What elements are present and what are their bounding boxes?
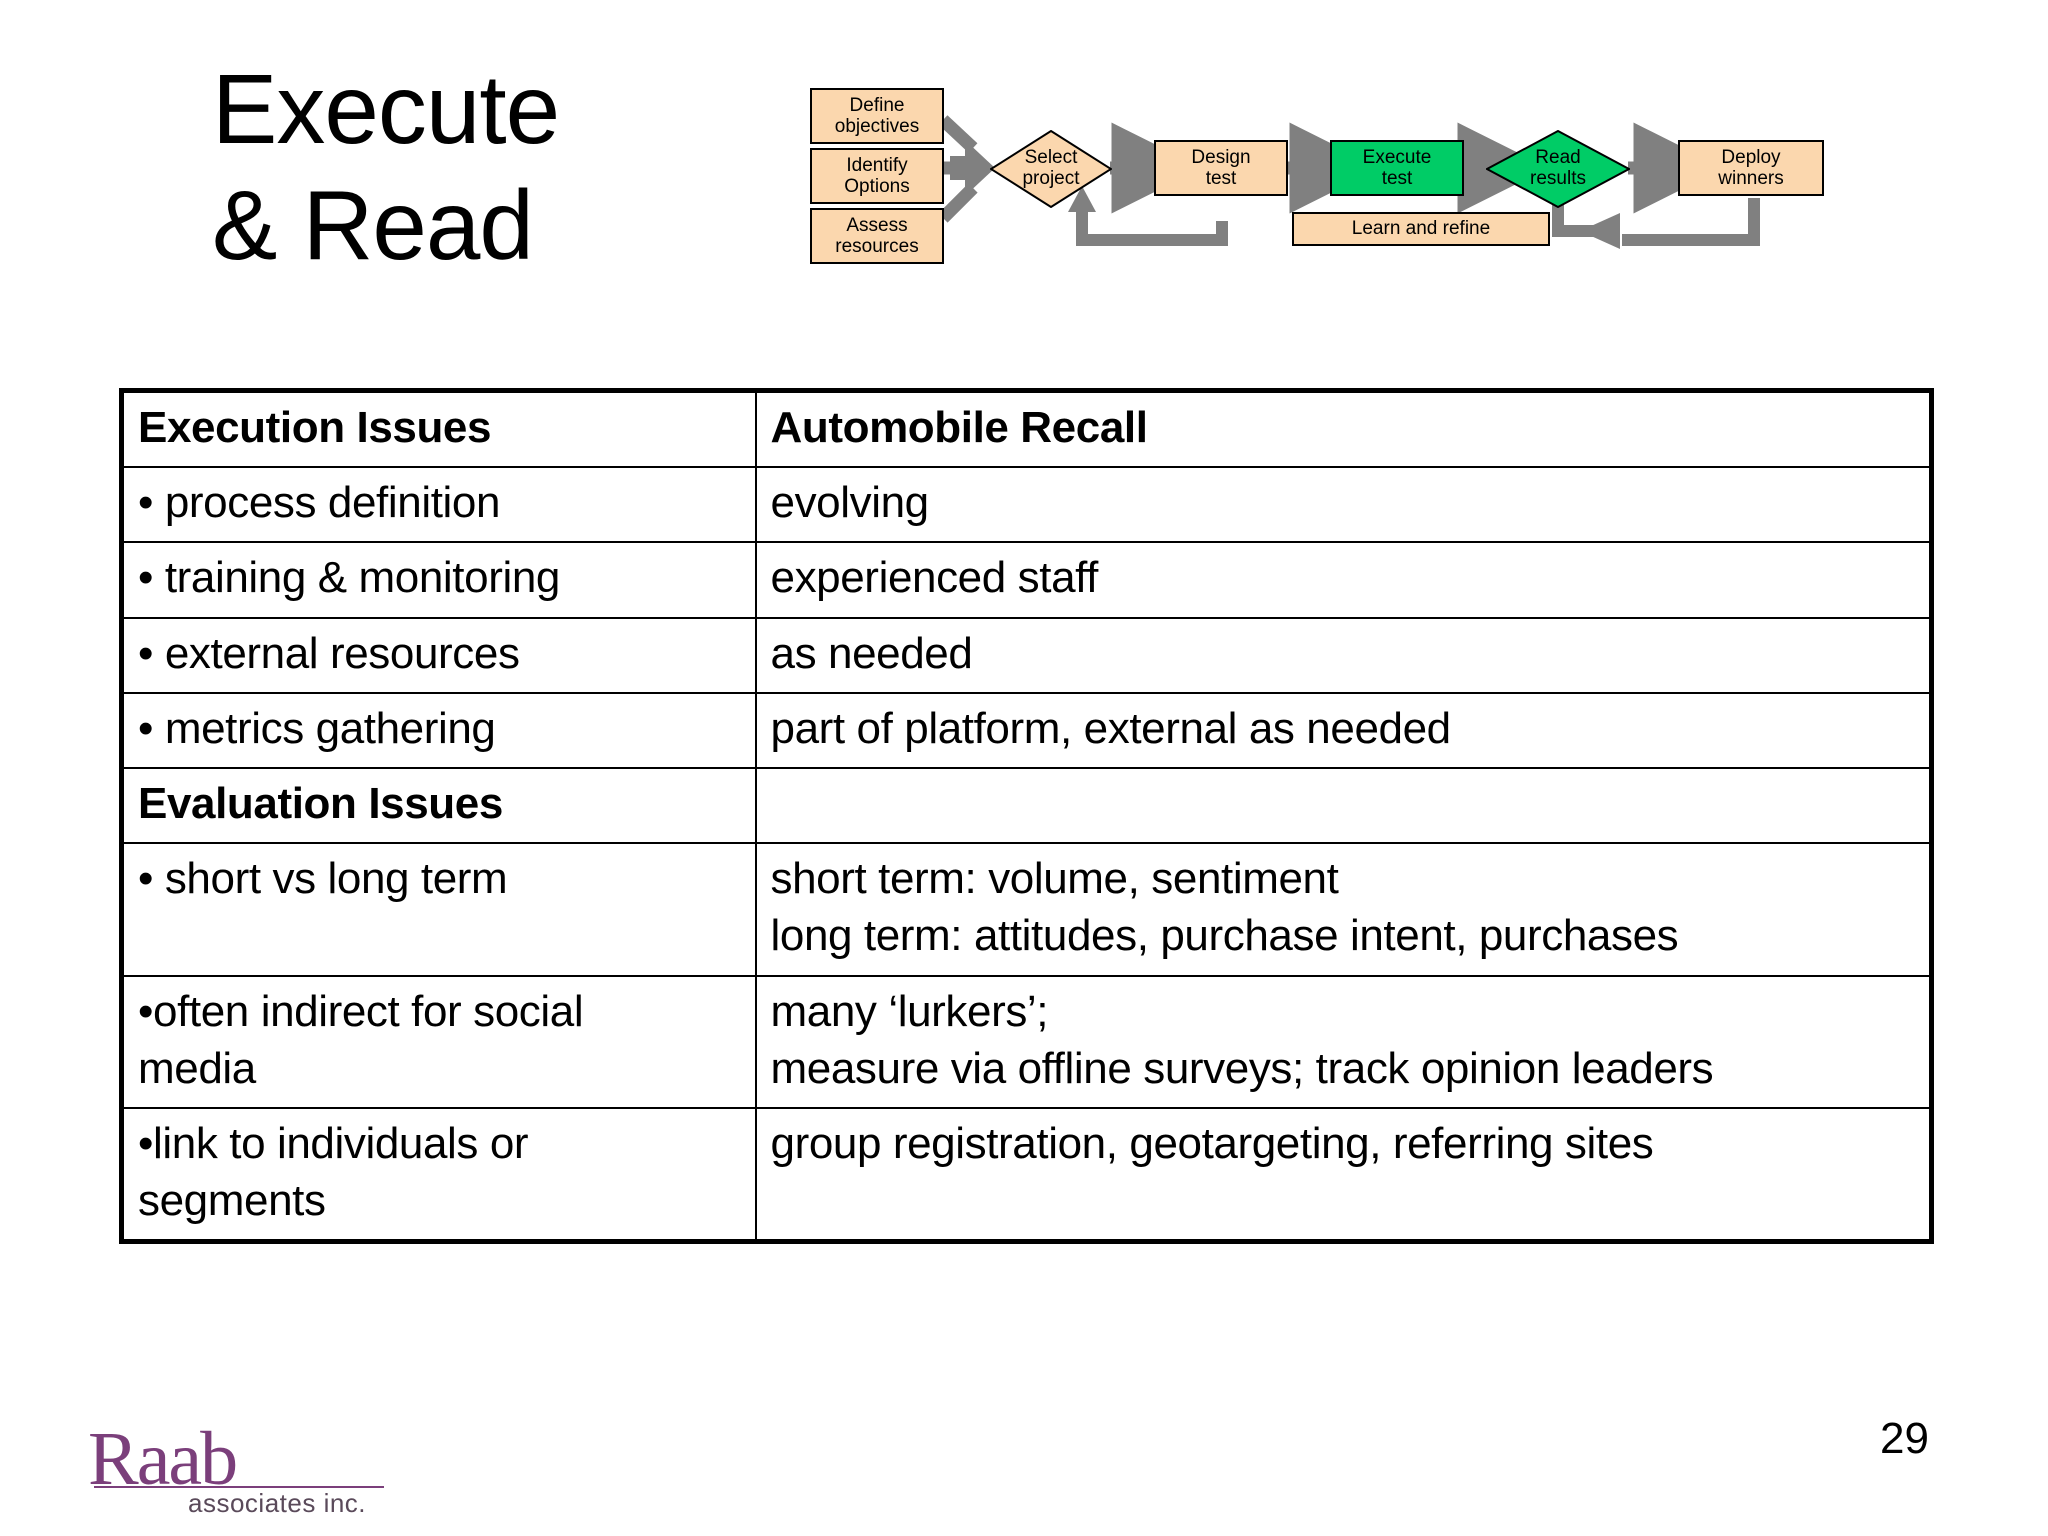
- table-header-cell-left: Execution Issues: [120, 389, 757, 469]
- node-define-objectives-line-1: Define: [849, 94, 905, 116]
- cell-issue-metrics-gathering: • metrics gathering: [120, 691, 757, 769]
- cell-text: as needed: [770, 628, 973, 678]
- node-select-project-line-2: project: [1022, 168, 1080, 189]
- arrow-learn-inflow-head: [1580, 213, 1620, 249]
- cell-text-line-1: •link to individuals or: [138, 1118, 529, 1168]
- node-deploy-winners-line-1: Deploy: [1721, 146, 1781, 168]
- node-read-results[interactable]: Read results: [1486, 130, 1630, 208]
- node-learn-and-refine[interactable]: Learn and refine: [1292, 212, 1550, 246]
- node-design-test-line-1: Design: [1191, 146, 1251, 168]
- header-right-text: Automobile Recall: [770, 403, 1148, 452]
- page-title-line-2: & Read: [212, 169, 534, 280]
- table-row: • metrics gathering part of platform, ex…: [120, 691, 1933, 769]
- logo-subtitle: associates inc.: [188, 1488, 367, 1518]
- table-row: •often indirect for social media many ‘l…: [120, 974, 1933, 1109]
- cell-text: • training & monitoring: [138, 553, 560, 603]
- node-define-objectives-line-2: objectives: [834, 116, 920, 137]
- arrow-learn-to-select: [1076, 206, 1228, 246]
- cell-issue-training-monitoring: • training & monitoring: [120, 541, 757, 619]
- cell-text-line-1: short term: volume, sentiment: [770, 854, 1339, 904]
- node-identify-options-line-1: Identify: [846, 154, 908, 176]
- page-number: 29: [1880, 1414, 1929, 1463]
- raab-associates-logo: Raab associates inc.: [78, 1417, 398, 1524]
- node-execute-test-line-2: test: [1381, 168, 1413, 189]
- cell-text: evolving: [770, 478, 930, 528]
- node-assess-resources-line-2: resources: [835, 236, 919, 257]
- node-select-project-line-1: Select: [1024, 147, 1078, 169]
- node-execute-test-line-1: Execute: [1362, 146, 1432, 168]
- arrow-learn-to-select-head: [1068, 186, 1096, 212]
- diamond-shape-select: [990, 130, 1112, 208]
- node-execute-test[interactable]: Execute test: [1330, 140, 1464, 196]
- cell-text: • process definition: [138, 478, 501, 528]
- diamond-shape-read: [1486, 130, 1630, 208]
- page-title-line-1: Execute: [212, 54, 560, 164]
- table-header-cell-right: Automobile Recall: [754, 389, 1933, 469]
- cell-text: Evaluation Issues: [138, 778, 503, 828]
- cell-text: group registration, geotargeting, referr…: [770, 1118, 1654, 1168]
- cell-recall-metrics-gathering: part of platform, external as needed: [754, 691, 1933, 769]
- process-flow-diagram: Define objectives Identify Options Asses…: [810, 88, 1990, 298]
- table-row: • process definition evolving: [120, 466, 1933, 544]
- cell-section-evaluation-issues: Evaluation Issues: [120, 766, 757, 845]
- header-left-text: Execution Issues: [138, 403, 492, 452]
- node-deploy-winners[interactable]: Deploy winners: [1678, 140, 1824, 196]
- cell-text-line-2: media: [138, 1043, 256, 1093]
- cell-recall-link-to-individuals-segments: group registration, geotargeting, referr…: [754, 1106, 1933, 1243]
- cell-recall-external-resources: as needed: [754, 616, 1933, 694]
- cell-text: part of platform, external as needed: [770, 703, 1452, 753]
- logo-divider-rule: [94, 1486, 384, 1488]
- cell-text-line-2: measure via offline surveys; track opini…: [770, 1043, 1714, 1093]
- table-row-header: Execution Issues Automobile Recall: [120, 389, 1933, 469]
- cell-issue-short-vs-long-term: • short vs long term: [120, 842, 757, 977]
- cell-issue-often-indirect-social-media: •often indirect for social media: [120, 974, 757, 1109]
- node-deploy-winners-line-2: winners: [1718, 168, 1784, 189]
- cell-issue-external-resources: • external resources: [120, 616, 757, 694]
- diagram-arrows-layer: [938, 115, 1760, 249]
- node-design-test[interactable]: Design test: [1154, 140, 1288, 196]
- node-learn-and-refine-label: Learn and refine: [1351, 218, 1491, 240]
- node-identify-options-line-2: Options: [844, 176, 910, 197]
- node-assess-resources-line-1: Assess: [846, 214, 908, 236]
- node-define-objectives[interactable]: Define objectives: [810, 88, 944, 144]
- cell-text: experienced staff: [770, 553, 1099, 603]
- node-identify-options[interactable]: Identify Options: [810, 148, 944, 204]
- cell-text: • external resources: [138, 628, 520, 678]
- comparison-table: Execution Issues Automobile Recall • pro…: [119, 388, 1934, 1245]
- cell-issue-process-definition: • process definition: [120, 466, 757, 544]
- cell-recall-process-definition: evolving: [754, 466, 1933, 544]
- cell-text: • metrics gathering: [138, 703, 496, 753]
- cell-text: • short vs long term: [138, 854, 508, 904]
- cell-recall-often-indirect-social-media: many ‘lurkers’; measure via offline surv…: [754, 974, 1933, 1109]
- node-assess-resources[interactable]: Assess resources: [810, 208, 944, 264]
- page-title: Execute & Read: [212, 52, 732, 283]
- cell-text-line-1: •often indirect for social: [138, 986, 584, 1036]
- table-row: • short vs long term short term: volume,…: [120, 842, 1933, 977]
- table-row: •link to individuals or segments group r…: [120, 1106, 1933, 1243]
- cell-text-line-2: long term: attitudes, purchase intent, p…: [770, 911, 1679, 961]
- cell-issue-link-to-individuals-segments: •link to individuals or segments: [120, 1106, 757, 1243]
- cell-recall-short-vs-long-term: short term: volume, sentiment long term:…: [754, 842, 1933, 977]
- table-row-section: Evaluation Issues: [120, 766, 1933, 845]
- cell-text-line-1: many ‘lurkers’;: [770, 986, 1049, 1036]
- cell-text-line-2: segments: [138, 1176, 326, 1226]
- node-design-test-line-2: test: [1205, 168, 1237, 189]
- cell-recall-training-monitoring: experienced staff: [754, 541, 1933, 619]
- node-read-results-line-1: Read: [1535, 147, 1581, 169]
- arrow-merge-head: [950, 140, 995, 196]
- node-read-results-line-2: results: [1530, 168, 1586, 189]
- table-row: • training & monitoring experienced staf…: [120, 541, 1933, 619]
- arrow-deploy-to-learn: [1622, 198, 1760, 246]
- cell-section-evaluation-issues-right: [754, 766, 1933, 845]
- node-select-project[interactable]: Select project: [990, 130, 1112, 208]
- table-row: • external resources as needed: [120, 616, 1933, 694]
